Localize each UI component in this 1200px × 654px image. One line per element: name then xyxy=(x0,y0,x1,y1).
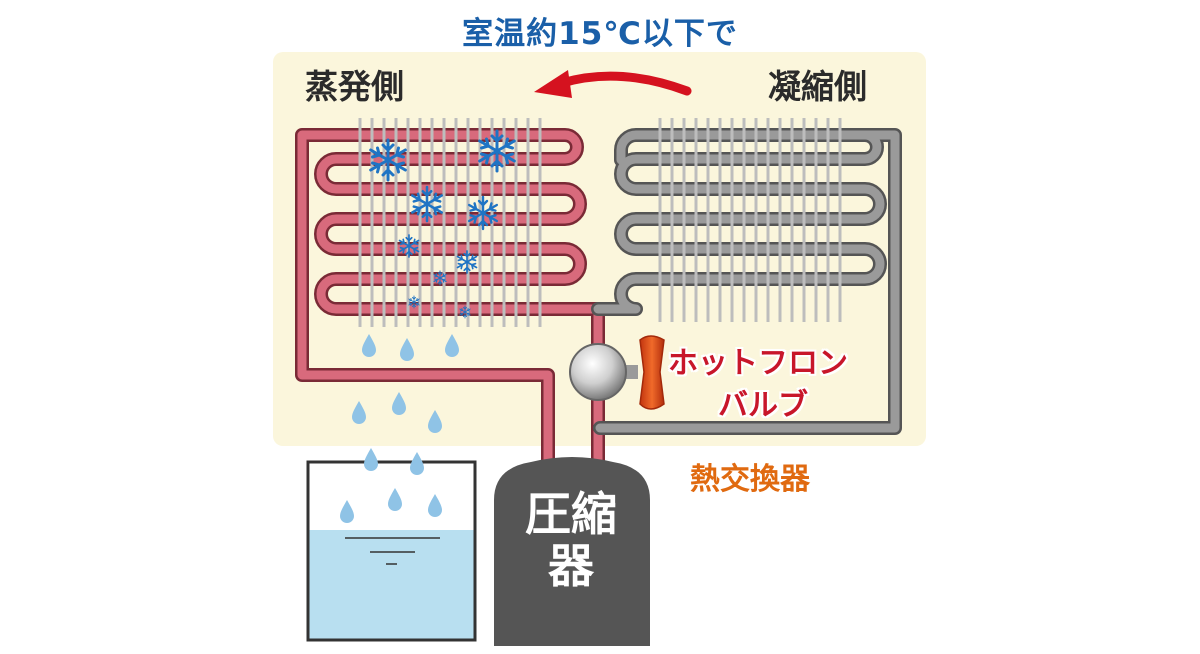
valve-icon[interactable] xyxy=(569,335,665,410)
evaporator-label: 蒸発側 xyxy=(305,67,404,106)
evaporator-pipe xyxy=(295,128,605,469)
water-level xyxy=(309,530,474,639)
condenser-label: 凝縮側 xyxy=(768,67,867,106)
compressor xyxy=(494,457,650,646)
condenser-fins xyxy=(658,118,842,322)
diagram-title: 室温約15℃以下で xyxy=(462,16,738,52)
heat-exchanger-panel xyxy=(273,52,926,446)
compressor-label: 圧縮器 xyxy=(525,487,617,593)
water-tank xyxy=(306,460,477,642)
water-droplet-icon xyxy=(410,452,424,475)
condenser-pipe xyxy=(591,128,902,435)
heat-exchanger-label: 熱交換器 xyxy=(690,462,810,497)
flow-arrow-icon xyxy=(534,70,692,98)
valve-label-line2: バルブ xyxy=(718,388,808,423)
valve-label-line1: ホットフロン xyxy=(668,346,848,381)
water-droplet-icon xyxy=(364,448,378,471)
evaporator-fins xyxy=(358,118,542,327)
